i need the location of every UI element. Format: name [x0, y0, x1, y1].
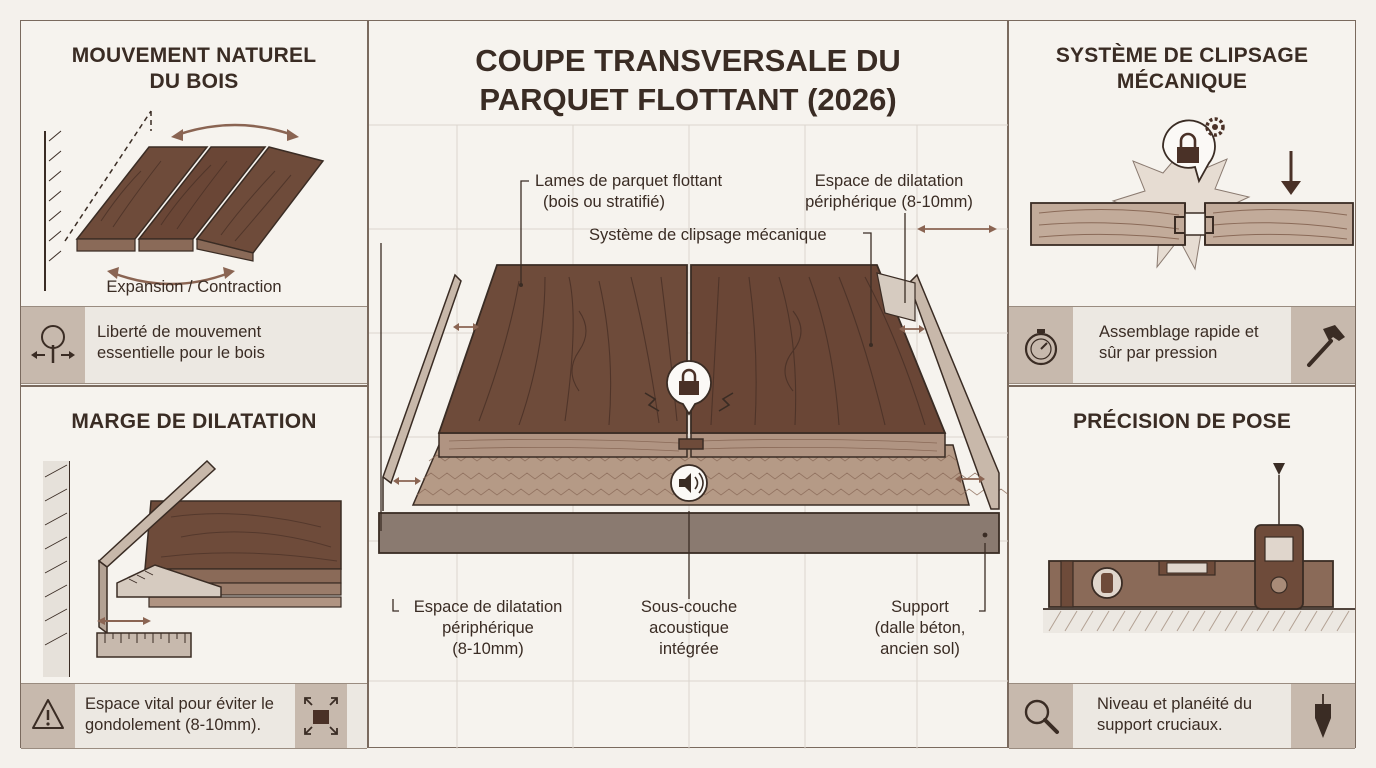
label-underlay: Sous-couche acoustique intégrée — [640, 598, 738, 658]
plumb-bob-icon — [1315, 694, 1331, 738]
floor-cross-section-illustration — [378, 180, 1010, 612]
icon-box — [1291, 684, 1355, 748]
click-joint-illustration — [1030, 117, 1354, 271]
movement-caption: Expansion / Contraction — [106, 278, 282, 296]
info-bar: Assemblage rapide et sûr par pression — [1009, 306, 1355, 384]
info-text: Liberté de mouvement essentielle pour le… — [97, 323, 265, 362]
icon-box — [295, 684, 347, 748]
label-gap-top: Espace de dilatation périphérique (8-10m… — [805, 172, 973, 211]
expansion-margin-illustration — [43, 459, 342, 677]
panel-installation-precision: PRÉCISION DE POSE — [1008, 386, 1356, 749]
wood-movement-illustration — [44, 110, 325, 291]
panel-click-system: SYSTÈME DE CLIPSAGE MÉCANIQUE — [1008, 20, 1356, 386]
label-support: Support (dalle béton, ancien sol) — [874, 598, 966, 658]
info-bar: Liberté de mouvement essentielle pour le… — [21, 306, 367, 384]
label-gap-bottom: Espace de dilatation périphérique (8-10m… — [413, 598, 563, 658]
info-bar: Espace vital pour éviter le gondolement … — [21, 683, 367, 749]
level-tools-illustration — [1043, 463, 1355, 633]
label-clip-system: Système de clipsage mécanique — [589, 226, 827, 244]
icon-box — [21, 684, 75, 748]
icon-box — [1009, 684, 1073, 748]
info-bar: Niveau et planéité du support cruciaux. — [1009, 683, 1355, 749]
panel-expansion-margin: MARGE DE DILATATION — [20, 386, 368, 749]
icon-box — [1291, 307, 1355, 383]
panel-title: MARGE DE DILATATION — [71, 410, 317, 433]
icon-box — [1009, 307, 1073, 383]
stopwatch-icon — [1024, 329, 1058, 366]
panel-cross-section: COUPE TRANSVERSALE DU PARQUET FLOTTANT (… — [368, 20, 1010, 749]
panel-title: MOUVEMENT NATUREL DU BOIS — [71, 44, 317, 93]
warning-icon — [32, 699, 64, 729]
icon-box — [21, 307, 85, 383]
panel-wood-movement: MOUVEMENT NATUREL DU BOIS Expansion / Co — [20, 20, 368, 386]
hammer-icon — [1307, 325, 1345, 367]
info-text: Espace vital pour éviter le gondolement … — [85, 695, 274, 734]
info-text: Assemblage rapide et sûr par pression — [1099, 323, 1259, 362]
magnifier-icon — [1024, 699, 1059, 734]
tree-arrows-icon — [31, 325, 75, 363]
panel-title: SYSTÈME DE CLIPSAGE MÉCANIQUE — [1055, 44, 1309, 93]
label-planks: Lames de parquet flottant (bois ou strat… — [535, 172, 723, 211]
info-text: Niveau et planéité du support cruciaux. — [1097, 695, 1253, 734]
page-title: COUPE TRANSVERSALE DU PARQUET FLOTTANT (… — [475, 43, 901, 117]
panel-title: PRÉCISION DE POSE — [1072, 410, 1292, 433]
expand-arrows-icon — [304, 697, 338, 735]
